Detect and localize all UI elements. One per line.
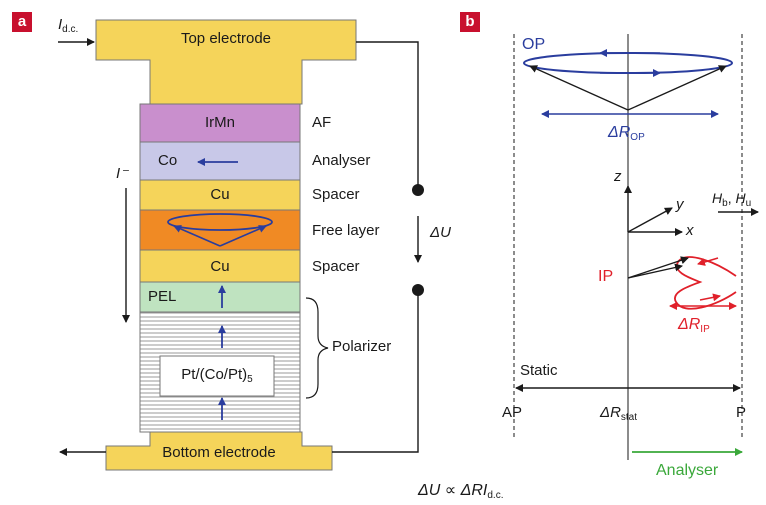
voltage-label: ΔU xyxy=(430,224,451,241)
polarizer-side-label: Polarizer xyxy=(332,338,392,355)
cu-lower-layer xyxy=(139,249,301,283)
ip-precession-loop xyxy=(674,256,737,310)
polarizer-stack-label: Pt/(Co/Pt)5 xyxy=(181,366,253,385)
pel-label: PEL xyxy=(148,288,177,305)
analyser-direction-label: Analyser xyxy=(656,462,719,479)
free-layer-vector-left xyxy=(173,225,221,247)
panel-a-label: a xyxy=(12,12,32,32)
free-layer-label: Free layer xyxy=(312,222,380,239)
y-axis-label: y xyxy=(676,196,684,213)
ip-rotation-arrow-upper xyxy=(697,257,719,266)
cu-upper-label: Cu xyxy=(210,186,230,203)
op-vector-right xyxy=(627,65,727,111)
spacer-lower-label: Spacer xyxy=(312,258,360,275)
co-label: Co xyxy=(158,152,178,169)
analyser-side-label: Analyser xyxy=(312,152,371,169)
free-layer-precession-ellipse xyxy=(167,213,273,231)
panel-b-label: b xyxy=(460,12,480,32)
op-vector-left xyxy=(529,65,629,111)
equation: ΔU ∝ ΔRId.c. xyxy=(418,482,504,501)
delta-r-stat-label: ΔRstat xyxy=(600,404,638,423)
x-axis-label: x xyxy=(686,222,694,239)
circuit-wire-top xyxy=(356,41,419,190)
bottom-electrode-label: Bottom electrode xyxy=(162,444,276,461)
terminal-top xyxy=(412,184,424,196)
top-electrode xyxy=(95,19,357,105)
circuit-wire-bottom xyxy=(332,290,419,453)
terminal-bottom xyxy=(412,284,424,296)
ip-rotation-arrow-lower xyxy=(699,293,721,302)
current-label: Id.c. xyxy=(58,16,79,35)
irmn-label: IrMn xyxy=(205,114,235,131)
p-label: P xyxy=(736,404,747,421)
delta-r-ip-label: ΔRIP xyxy=(678,316,710,335)
ip-label: IP xyxy=(598,268,614,285)
y-axis xyxy=(627,207,673,233)
z-axis-label: z xyxy=(614,168,622,185)
bottom-electrode xyxy=(105,431,333,471)
cu-lower-label: Cu xyxy=(210,258,230,275)
top-electrode-label: Top electrode xyxy=(180,30,272,47)
delta-r-op-label: ΔROP xyxy=(608,124,645,143)
spacer-upper-label: Spacer xyxy=(312,186,360,203)
polarizer-label-box xyxy=(159,355,275,397)
polarizer-brace xyxy=(305,297,329,399)
minus-current-label: I⁻ xyxy=(116,165,129,182)
static-label: Static xyxy=(520,362,558,379)
ip-vector-1 xyxy=(627,256,689,279)
field-labels: Hb, Hu xyxy=(712,190,752,209)
cu-upper-layer xyxy=(139,179,301,211)
op-label: OP xyxy=(522,36,546,53)
ip-vector-2 xyxy=(627,263,683,279)
ap-label: AP xyxy=(502,404,523,421)
irmn-layer xyxy=(139,103,301,143)
af-label: AF xyxy=(312,114,332,131)
free-layer-vector-right xyxy=(219,225,267,247)
